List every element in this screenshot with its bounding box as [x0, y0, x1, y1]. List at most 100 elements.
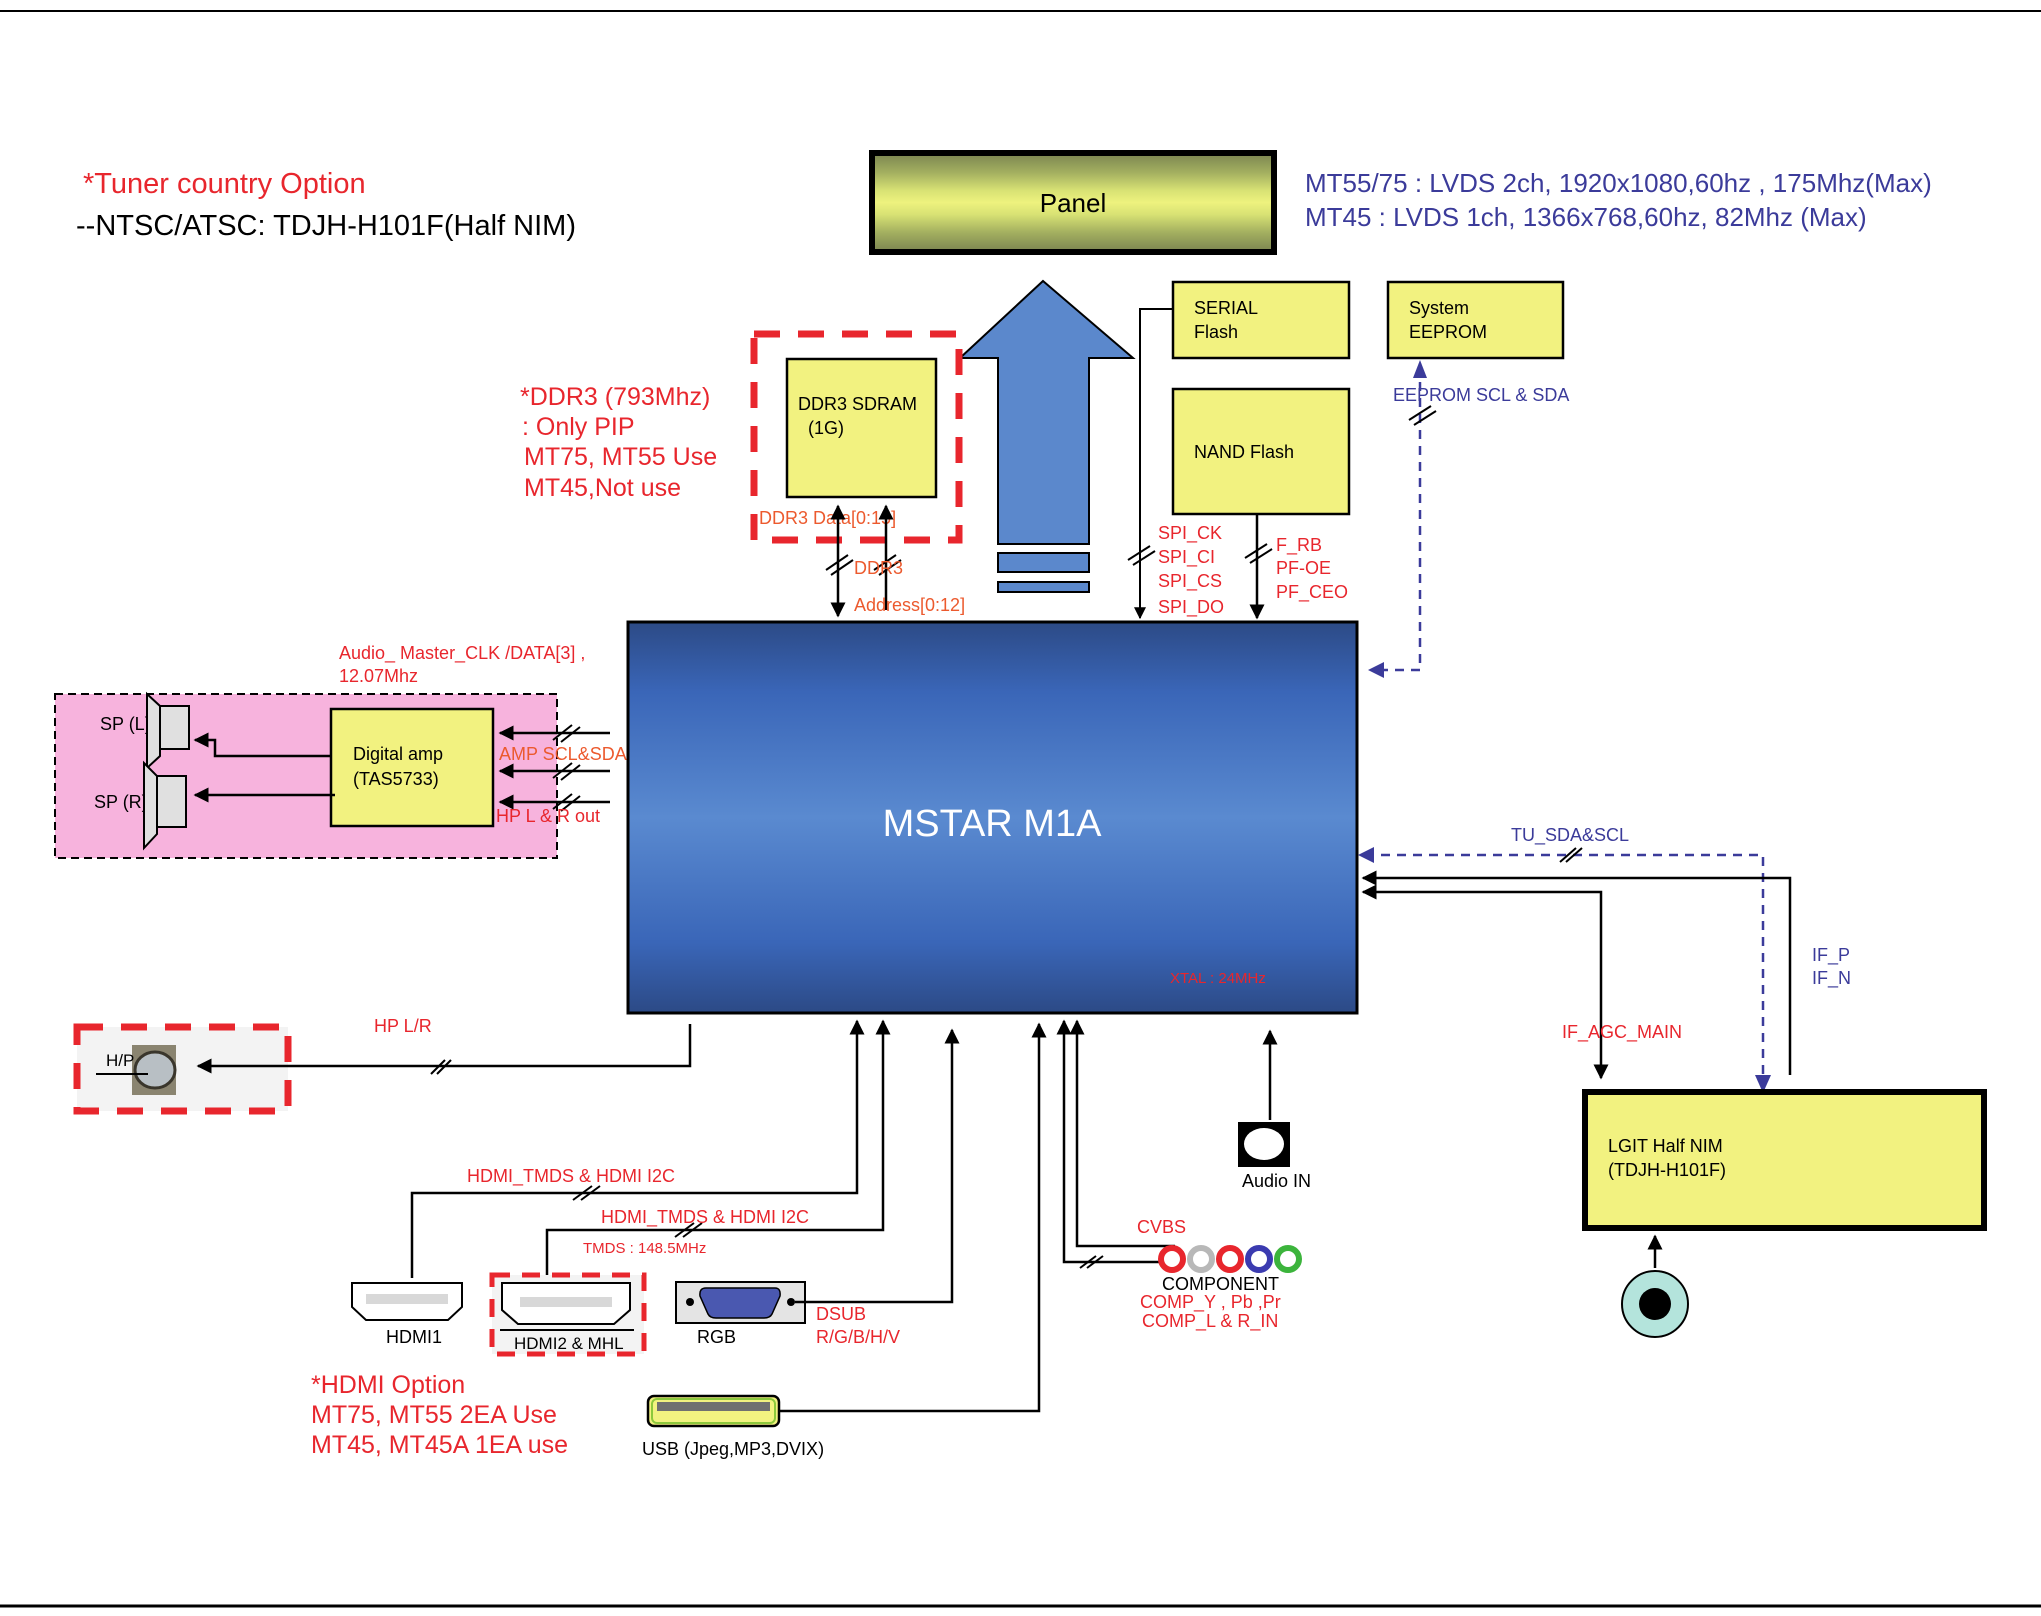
component-sig-2: COMP_L & R_IN: [1142, 1311, 1278, 1332]
ddr3-chip-label-2: (1G): [808, 418, 844, 438]
nand-signal-ceo: PF_CEO: [1276, 582, 1348, 603]
ddr3-note-line-3: MT75, MT55 Use: [524, 443, 717, 471]
component-line: [1056, 1019, 1160, 1264]
cvbs-line: [1069, 1019, 1175, 1248]
bus-slash-icon: [1127, 543, 1273, 566]
ddr3-addr-label-1: DDR3: [854, 558, 903, 578]
serial-flash-block: SERIAL Flash: [1171, 280, 1351, 360]
bus-slash-icon: [1559, 847, 1583, 863]
jack-red-2: [1216, 1245, 1244, 1273]
tuner-if-n-label: IF_N: [1812, 968, 1851, 989]
component-jacks-icon: [1158, 1245, 1302, 1273]
spi-signal-do: SPI_DO: [1158, 597, 1224, 618]
bus-slash-icon: [552, 724, 581, 812]
tuner-agc-label: IF_AGC_MAIN: [1562, 1022, 1682, 1043]
panel-label: Panel: [1040, 188, 1107, 218]
hdmi2-connector-icon: [500, 1282, 634, 1331]
digital-amp-block: Digital amp (TAS5733): [329, 707, 495, 828]
cvbs-label: CVBS: [1137, 1217, 1186, 1237]
audio-in-jack-icon: [1238, 1122, 1290, 1167]
ddr3-note-line-1: *DDR3 (793Mhz): [520, 383, 710, 411]
panel-block: Panel: [869, 150, 1277, 255]
headphone-jack-icon: [132, 1045, 177, 1095]
hp-out-label: HP L & R out: [496, 806, 600, 826]
spi-line: [1134, 308, 1173, 620]
component-sig-1: COMP_Y , Pb ,Pr: [1140, 1292, 1281, 1313]
tuner-label-2: (TDJH-H101F): [1608, 1160, 1726, 1180]
eeprom-arrow-up-icon: [1413, 360, 1427, 378]
ddr3-note-line-4: MT45,Not use: [524, 474, 681, 502]
hdmi2-label: HDMI2 & MHL: [514, 1334, 624, 1353]
amp-label-2: (TAS5733): [353, 769, 439, 789]
tuner-label-1: LGIT Half NIM: [1608, 1136, 1723, 1156]
serial-flash-label-1: SERIAL: [1194, 298, 1258, 318]
lvds-arrow-icon: [957, 279, 1136, 593]
tuner-if-line: [1361, 870, 1792, 1075]
ddr3-sdram-block: DDR3 SDRAM (1G): [785, 357, 938, 499]
eeprom-arrow-left-icon: [1368, 662, 1384, 678]
rgb-label: RGB: [697, 1327, 736, 1347]
tuner-agc-line: [1361, 884, 1609, 1080]
hdmi1-bus-line: [410, 1019, 865, 1278]
bus-slash-icon: [1079, 1255, 1104, 1269]
hdmi-option-line-2: MT75, MT55 2EA Use: [311, 1401, 557, 1429]
hdmi-option-line-3: MT45, MT45A 1EA use: [311, 1431, 568, 1459]
eeprom-bus-label: EEPROM SCL & SDA: [1393, 385, 1569, 405]
usb-connector-icon: [646, 1394, 781, 1428]
bus-slash-icon: [825, 554, 902, 576]
hdmi-option-line-1: *HDMI Option: [311, 1371, 465, 1399]
speaker-left-icon: [146, 691, 190, 771]
speaker-right-label: SP (R): [94, 792, 148, 812]
ddr3-data-bus-label: DDR3 Data[0:15]: [759, 508, 896, 528]
headphone-label: H/P: [106, 1051, 134, 1070]
usb-bus-line: [779, 1022, 1047, 1413]
ddr3-addr-label-2: Address[0:12]: [854, 595, 965, 615]
amp-i2c-label: AMP SCL&SDA: [499, 744, 627, 764]
amp-label-1: Digital amp: [353, 744, 443, 764]
eeprom-label-1: System: [1409, 298, 1469, 318]
spi-signal-cs: SPI_CS: [1158, 571, 1222, 592]
serial-flash-label-2: Flash: [1194, 322, 1238, 342]
usb-label: USB (Jpeg,MP3,DVIX): [642, 1439, 824, 1459]
ddr3-note-line-2: : Only PIP: [522, 413, 635, 441]
tmds-clock-label: TMDS : 148.5MHz: [583, 1240, 706, 1257]
nand-flash-label: NAND Flash: [1194, 442, 1294, 462]
tuner-i2c-arrow-down-icon: [1755, 1075, 1771, 1093]
hp-lr-label: HP L/R: [374, 1016, 432, 1036]
jack-green: [1274, 1245, 1302, 1273]
tuner-block: LGIT Half NIM (TDJH-H101F): [1582, 1089, 1987, 1231]
component-label: COMPONENT: [1162, 1274, 1279, 1294]
tuner-i2c-arrow-left-icon: [1358, 847, 1374, 863]
rgb-dsub-connector-icon: [675, 1281, 806, 1324]
hdmi2-bus-line: [545, 1019, 891, 1283]
antenna-connector-icon: [1621, 1270, 1689, 1338]
nand-signal-rb: F_RB: [1276, 535, 1322, 556]
bus-slash-icon: [572, 1185, 703, 1238]
rgb-bus-label-1: DSUB: [816, 1304, 866, 1324]
ddr3-chip-label-1: DDR3 SDRAM: [798, 394, 917, 414]
headphone-option-dashed-box: [73, 1023, 292, 1115]
hdmi1-connector-icon: [351, 1282, 463, 1321]
tuner-i2c-line: [1365, 853, 1765, 1085]
jack-blue: [1245, 1245, 1273, 1273]
speaker-left-label: SP (L): [100, 714, 151, 734]
audio-clk-label-2: 12.07Mhz: [339, 666, 418, 686]
amp-to-speaker-left-line: [193, 732, 331, 758]
soc-label: MSTAR M1A: [883, 803, 1103, 845]
speaker-right-icon: [143, 760, 187, 851]
audio-in-label: Audio IN: [1242, 1171, 1311, 1191]
hdmi-bus-label-2: HDMI_TMDS & HDMI I2C: [601, 1207, 809, 1228]
nand-flash-block: NAND Flash: [1171, 387, 1351, 516]
nand-signal-oe: PF-OE: [1276, 558, 1331, 578]
tuner-if-p-label: IF_P: [1812, 945, 1850, 966]
panel-spec-line-2: MT45 : LVDS 1ch, 1366x768,60hz, 82Mhz (M…: [1305, 202, 1867, 232]
tuner-option-line: --NTSC/ATSC: TDJH-H101F(Half NIM): [76, 210, 576, 242]
hdmi1-label: HDMI1: [386, 1327, 442, 1347]
hdmi-bus-label-1: HDMI_TMDS & HDMI I2C: [467, 1166, 675, 1187]
panel-spec-line-1: MT55/75 : LVDS 2ch, 1920x1080,60hz , 175…: [1305, 168, 1932, 198]
tuner-i2c-label: TU_SDA&SCL: [1511, 825, 1629, 846]
soc-block: MSTAR M1A XTAL : 24MHz: [626, 620, 1359, 1015]
ddr3-option-dashed-box: [750, 330, 963, 544]
bus-slash-icon: [430, 1059, 452, 1075]
